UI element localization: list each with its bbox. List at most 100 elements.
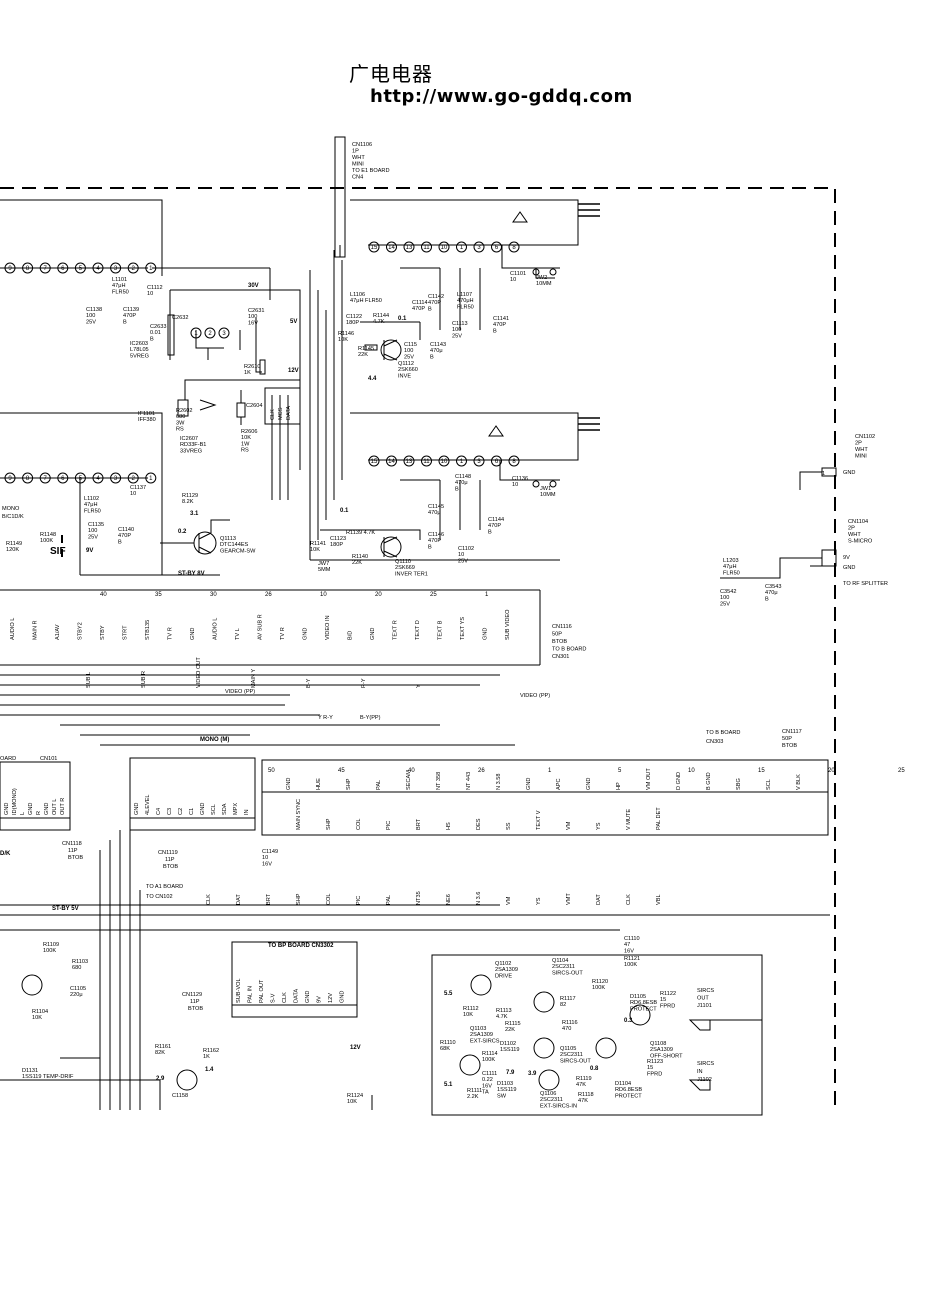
chain-top-node-label: 4 <box>96 266 100 272</box>
cn1129-pin-name: PAL OUT <box>259 979 265 1003</box>
cn1116-pin-name: SUB R <box>141 671 147 688</box>
cn1117-pin-name: NT 358 <box>436 772 442 790</box>
cn1117-pin-name: V MUTE <box>626 809 632 830</box>
block-top-pin-node <box>508 241 520 253</box>
cn1118-pin-name: R <box>36 811 42 815</box>
voltage-label: 0.8 <box>590 1066 599 1072</box>
cn1117-pin-name: BRT <box>416 818 422 830</box>
cn1116-pin-number: 26 <box>265 592 272 598</box>
cn1106-lbl-line: TO E1 BOARD <box>352 168 390 174</box>
r1120-label: R1120 <box>592 979 608 985</box>
c1105-label: C1105 <box>70 986 86 992</box>
cn1106-lbl-line: 1P <box>352 149 359 155</box>
cn1116-pin-name: A1/AV <box>55 624 61 640</box>
block-top-pin-node-label: 11 <box>423 245 430 251</box>
bus-pin-name: DAT <box>596 894 602 905</box>
cn1117-pin-name: VM OUT <box>646 768 652 790</box>
cn101-label: CN101 <box>40 756 57 762</box>
site-url: http://www.go-gddq.com <box>370 86 633 107</box>
c1145-label: 470μ <box>428 510 441 516</box>
reg-pin-node <box>204 327 216 339</box>
c1136-label: 10 <box>512 482 518 488</box>
block-top-pin-node <box>491 241 502 253</box>
j1101-line: SIRCS <box>697 988 714 994</box>
c1122-label: 180P <box>346 320 359 326</box>
l1107-label: L1107 <box>457 292 472 298</box>
warning-icon-mid <box>488 425 504 437</box>
if1101-label: IFF380 <box>138 417 156 423</box>
q1108-label: Q1108 <box>650 1041 666 1047</box>
j1101-line: OUT <box>697 996 709 1002</box>
cn1102-pin-gnd: GND <box>843 470 855 476</box>
cn1117-pin-number: 26 <box>478 768 485 774</box>
block-mid-pin-node <box>491 455 502 467</box>
c1141-label: 470P <box>493 322 506 328</box>
cn1119-pin-name: GND <box>134 803 140 815</box>
cn1106-lbl-line: CN1106 <box>352 142 372 148</box>
r1162-label: 1K <box>203 1054 210 1060</box>
bus-pin-name: SHP <box>296 893 302 905</box>
r1141-label: R1141 <box>310 541 326 547</box>
cn1116-lbl-line: TO B BOARD <box>552 647 586 653</box>
bus-pin-name: PAL <box>386 895 392 905</box>
cn1118-pin-name: OUT R <box>60 798 66 815</box>
cn1117-pin-name: D GND <box>676 772 682 790</box>
r1123-label: FPRD <box>647 1071 662 1077</box>
cn1129-pin-name: DATA <box>294 989 300 1003</box>
r1144-label: R1144 <box>373 313 389 319</box>
c1101-label: C1101 <box>510 271 526 277</box>
chain-top-node <box>74 262 86 274</box>
chain-top-node <box>39 262 51 274</box>
r1119-label: 47K <box>576 1082 586 1088</box>
q1103-label: EXT-SIRCS <box>470 1038 500 1044</box>
q1112-label: Q1112 <box>398 361 414 367</box>
bus-pin-name: NE6 <box>446 894 452 905</box>
c1149-label: 10 <box>262 855 268 861</box>
r1122-label: R1122 <box>660 991 676 997</box>
cn1117-pin-number: 10 <box>688 768 695 774</box>
board-boundary <box>0 187 836 1112</box>
c1138-label: 25V <box>86 319 96 325</box>
c1112-label: 10 <box>147 291 153 297</box>
warning-icon-top <box>512 211 528 223</box>
r2606-label: RS <box>241 448 249 454</box>
block-top-pin-node <box>421 241 432 253</box>
r1145-label: R1145 <box>358 346 374 352</box>
chain-top-node <box>4 262 16 274</box>
reg-pin-node-label: 2 <box>208 331 212 337</box>
d1103-label: D1103 <box>497 1081 513 1087</box>
c3542-label: 25V <box>720 601 730 607</box>
r1110-label: 68K <box>440 1046 450 1052</box>
cn1117-pin-name: GND <box>526 778 532 790</box>
r1141-label: 10K <box>310 547 320 553</box>
cn1116-pin-name: STBY2 <box>78 622 84 640</box>
bus-pin-name: CLK <box>206 894 212 905</box>
c1146-label: C1146 <box>428 532 444 538</box>
cn1117-pin-name: DES <box>476 818 482 830</box>
cn1129-pin-name: SUB-VOL <box>236 978 242 1003</box>
block-top-pin-node <box>386 241 397 253</box>
r1103-label: R1103 <box>72 959 88 965</box>
ic2603-label: IC2603 <box>130 341 148 347</box>
cn1129-line: CN1129 <box>182 992 202 998</box>
cn1119-pin-name: C3 <box>167 808 173 815</box>
c2633-label: C2633 <box>150 324 166 330</box>
voltage-label: 3.9 <box>528 1071 537 1077</box>
l1102-label: 47μH <box>84 502 98 508</box>
chain-mid-node <box>39 472 51 484</box>
c1144-label: C1144 <box>488 517 504 523</box>
block-top-pin-node-label: 3 <box>477 245 481 251</box>
r1116-label: 470 <box>562 1026 571 1032</box>
cn1117-pin-name: GND <box>286 778 292 790</box>
c1138-label: C1138 <box>86 307 102 313</box>
c1135-label: C1135 <box>88 522 104 528</box>
cn1116-pin-name: TV R <box>168 627 174 640</box>
c1137-label: 10 <box>130 491 136 497</box>
